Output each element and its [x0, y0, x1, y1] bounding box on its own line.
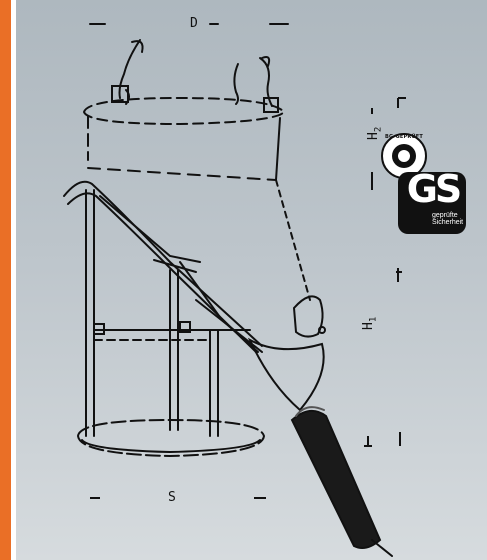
top-dimension-label: D: [190, 16, 198, 31]
bottom-dimension-label: S: [168, 490, 176, 505]
total-height-subscript: 1: [368, 316, 379, 323]
total-height-letter: H: [361, 322, 376, 330]
hook-height-subscript: 2: [373, 126, 384, 133]
gs-caption: geprüfte Sicherheit: [432, 212, 463, 227]
total-height-label: H1: [361, 316, 379, 330]
gs-caption-line1: geprüfte: [432, 212, 458, 219]
hopper-top-rim: [82, 96, 286, 126]
discharge-hose: [290, 406, 393, 557]
base-ring: [76, 418, 266, 458]
hopper-body: [87, 115, 311, 301]
gs-ring-text: BG-GEPRÜFT: [385, 134, 423, 140]
lever-arm: [63, 180, 263, 353]
gs-caption-line2: Sicherheit: [432, 219, 464, 227]
support-frame: [85, 189, 251, 437]
gs-certification-mark: [381, 133, 466, 234]
gs-symbol: GS: [406, 167, 463, 211]
accent-bar: [0, 0, 11, 560]
discharge-gate: [247, 295, 326, 412]
hook-height-letter: H: [366, 132, 381, 140]
lifting-chains: [111, 39, 279, 113]
divider: [11, 0, 16, 560]
height-dimension-marks: [364, 97, 406, 447]
